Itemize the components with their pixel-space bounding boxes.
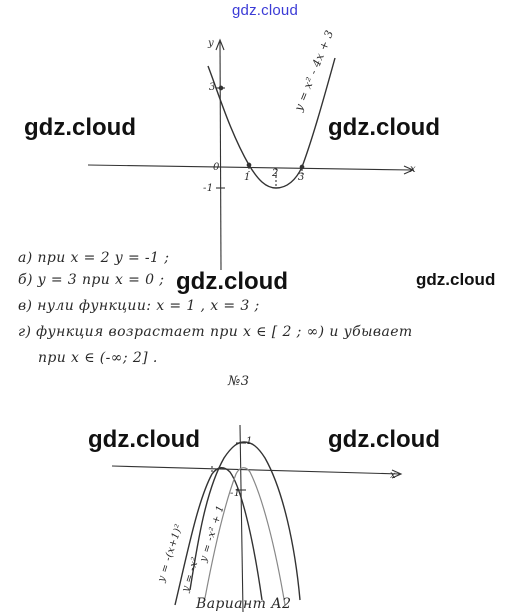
graph2-curve-c: [204, 467, 286, 606]
answer-c: в) нули функции: x = 1 , x = 3 ;: [18, 298, 260, 314]
graph1-tick-label-1: 1: [244, 172, 251, 183]
graph1-x-arrow: [403, 165, 415, 175]
graph2-x-label: x: [390, 470, 397, 481]
graph1-point-1: [246, 162, 252, 168]
graph1-point-0-3: [218, 85, 224, 91]
graph2-curve-b: [174, 467, 263, 606]
graph1-tick-label-neg1: -1: [203, 183, 214, 194]
graph1-tick-label-3: 3: [209, 82, 216, 93]
graph2-curve-a: [189, 441, 301, 601]
site-link[interactable]: gdz.cloud: [231, 2, 298, 19]
graph2-y-axis: [239, 424, 244, 613]
watermark: gdz.cloud: [24, 114, 136, 141]
task-number: №3: [228, 374, 250, 389]
watermark: gdz.cloud: [88, 426, 200, 453]
graph2-tick-label-neg1: -1: [230, 488, 241, 499]
graph-parabola-2: [111, 424, 403, 613]
graph1-curve: [207, 57, 336, 189]
graph1-y-label: y: [208, 38, 215, 49]
watermark: gdz.cloud: [176, 268, 288, 295]
graph1-tick-label-0: 0: [213, 162, 220, 173]
watermark: gdz.cloud: [416, 270, 496, 289]
answer-a: а) при x = 2 y = -1 ;: [18, 250, 170, 266]
graph1-point-3: [299, 164, 305, 170]
graph2-x-arrow: [391, 469, 403, 479]
graph1-tick-label-2: 2: [272, 168, 279, 179]
watermark: gdz.cloud: [328, 114, 440, 141]
variant-label: Вариант А2: [196, 596, 292, 612]
graph2-tick-label-1: 1: [246, 436, 253, 447]
graph1-y-axis: [219, 41, 222, 271]
watermark: gdz.cloud: [328, 426, 440, 453]
answer-d: г) функция возрастает при x ∈ [ 2 ; ∞) и…: [18, 324, 413, 340]
graph1-y-arrow: [215, 38, 225, 51]
answer-b: б) y = 3 при x = 0 ;: [18, 272, 165, 288]
answer-d-cont: при x ∈ (-∞; 2] .: [38, 350, 158, 366]
graph2-x-axis: [111, 465, 401, 475]
graph1-x-label: x: [410, 164, 417, 175]
graph1-tick-label-x3: 3: [298, 172, 305, 183]
